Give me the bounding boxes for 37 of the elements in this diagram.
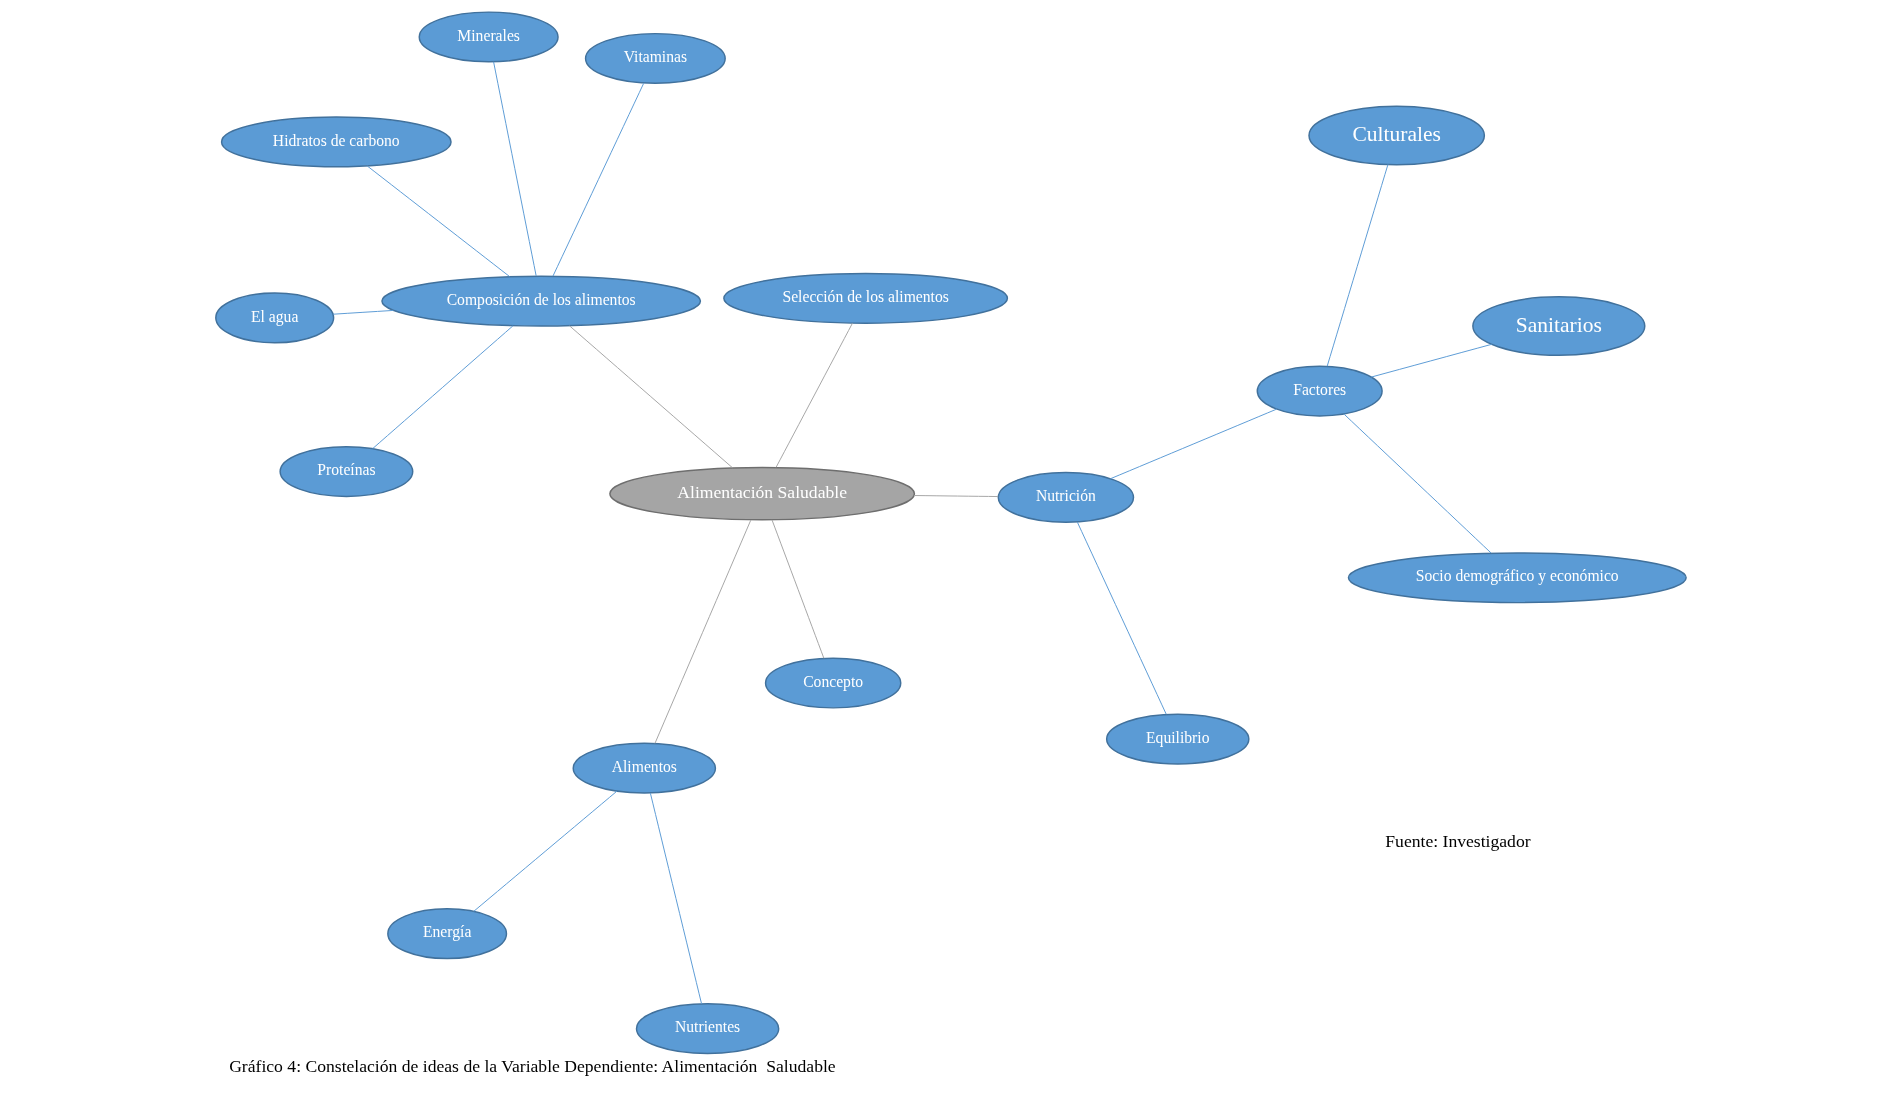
connector [472,790,617,912]
node-ellipse: Nutrientes [635,1003,779,1055]
connector [1076,521,1167,715]
connector [649,792,702,1005]
connector [654,519,751,744]
node-ellipse: Alimentación Saludable [608,466,915,521]
node-ellipse: Composición de los alimentos [380,275,701,327]
node-ellipse: Selección de los alimentos [722,272,1008,324]
connector [568,325,733,469]
connector [366,165,510,277]
connector [1370,343,1492,378]
connector [371,325,513,450]
connector [332,309,394,315]
connector [492,61,537,277]
node-ellipse: Equilibrio [1105,713,1250,765]
node-ellipse: Proteínas [278,445,413,498]
node-ellipse: Hidratos de carbono [220,116,452,168]
connector [1326,163,1388,367]
node-ellipse: Concepto [764,657,901,709]
node-ellipse: Socio demográfico y económico [1347,552,1687,604]
node-ellipse: Factores [1256,365,1383,417]
connector [771,519,824,659]
node-ellipse: Nutrición [997,471,1134,523]
connector [1343,413,1492,554]
connector [552,82,644,277]
node-ellipse: Culturales [1307,105,1485,166]
node-ellipse: Alimentos [572,742,716,794]
connector [913,495,999,498]
caption: Gráfico 4: Constelación de ideas de la Variable Dependiente: Alimentación Saludable [228,1055,836,1076]
node-ellipse: Vitaminas [584,32,726,85]
node-ellipse: Minerales [418,11,559,63]
connector [775,322,853,468]
label: Fuente: Investigador [1384,831,1531,852]
node-ellipse: Sanitarios [1471,296,1646,357]
connector [1109,408,1277,480]
node-ellipse: El agua [214,292,334,344]
node-ellipse: Energía [386,908,507,960]
